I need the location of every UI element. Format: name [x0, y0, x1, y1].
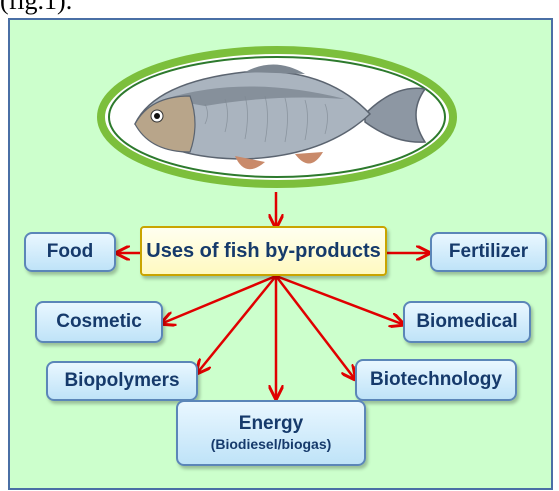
arrow-to-cosmetic: [163, 276, 276, 323]
fertilizer-node: Fertilizer: [430, 232, 547, 272]
uses-of-fish-byproducts-node: Uses of fish by-products: [140, 226, 387, 276]
biopolymers-node: Biopolymers: [46, 361, 198, 401]
food-node: Food: [24, 232, 116, 272]
biomedical-node: Biomedical: [403, 301, 531, 343]
arrow-to-biopolymers: [198, 276, 276, 372]
energy-node: Energy (Biodiesel/biogas): [176, 400, 366, 466]
biotechnology-node: Biotechnology: [355, 359, 517, 401]
cosmetic-node: Cosmetic: [35, 301, 163, 343]
